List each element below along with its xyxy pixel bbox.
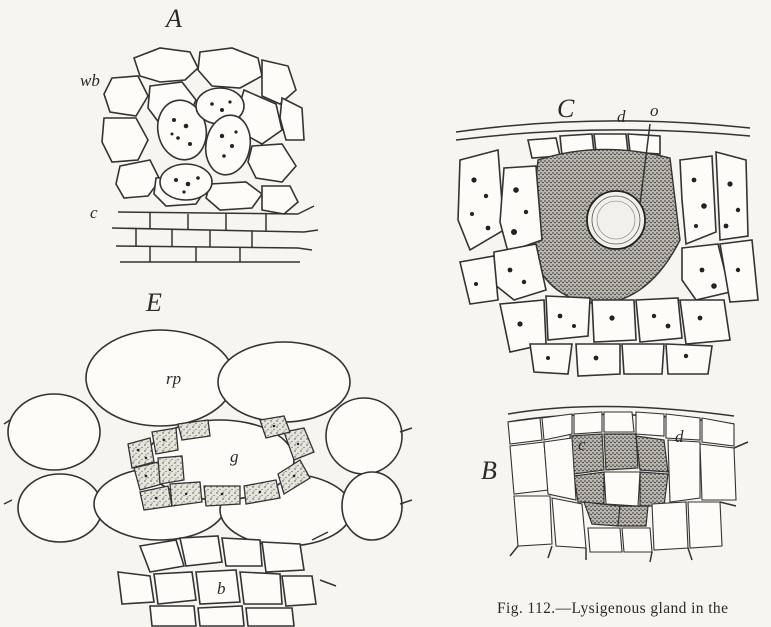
- label-c-o: o: [650, 102, 659, 119]
- label-c-d: d: [617, 108, 626, 125]
- panel-b-drawing: [508, 406, 748, 562]
- panel-a-letter: A: [166, 6, 182, 32]
- panel-e-drawing: [4, 330, 412, 626]
- label-a-wb: wb: [80, 72, 100, 89]
- panel-b-letter: B: [481, 458, 497, 484]
- panel-a-drawing: [102, 48, 318, 262]
- figure-caption: Fig. 112.—Lysigenous gland in the: [497, 600, 769, 618]
- panel-c-letter: C: [557, 96, 574, 122]
- label-e-rp: rp: [166, 370, 181, 387]
- label-a-c: c: [90, 204, 98, 221]
- label-e-g: g: [230, 448, 239, 465]
- label-e-b: b: [217, 580, 226, 597]
- panel-c-drawing: [456, 121, 758, 376]
- panel-e-letter: E: [146, 290, 162, 316]
- label-b-d: d: [675, 428, 684, 445]
- label-b-c: c: [578, 436, 586, 453]
